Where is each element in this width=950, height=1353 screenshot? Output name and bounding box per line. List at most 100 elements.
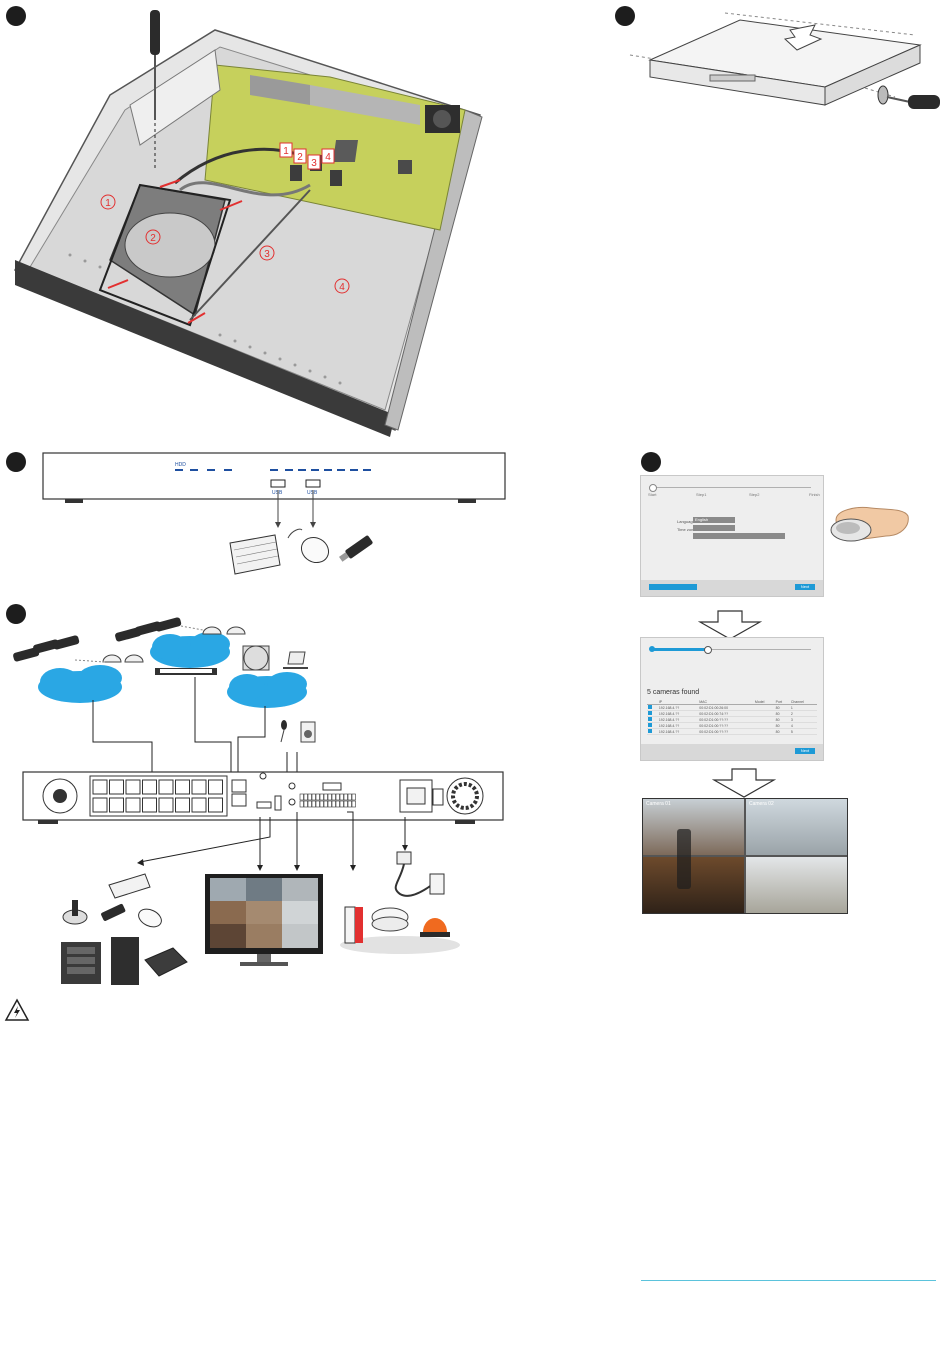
date-select[interactable] bbox=[693, 533, 737, 539]
audio-out-jack[interactable] bbox=[259, 772, 267, 780]
poe-port-9[interactable] bbox=[92, 797, 108, 813]
joystick-icon bbox=[62, 900, 88, 925]
checkbox-icon[interactable] bbox=[648, 723, 652, 727]
lan-port-1[interactable] bbox=[231, 779, 247, 793]
poe-port-15[interactable] bbox=[191, 797, 207, 813]
wizard-next-button[interactable]: Next bbox=[795, 584, 815, 590]
terminal-pin[interactable] bbox=[331, 793, 336, 801]
terminal-pin[interactable] bbox=[299, 793, 304, 801]
flow-arrow-2 bbox=[712, 768, 776, 798]
row-checkbox[interactable] bbox=[647, 722, 658, 729]
power-switch[interactable] bbox=[432, 788, 444, 806]
vga-port[interactable] bbox=[322, 782, 342, 791]
alarm-io-terminal[interactable] bbox=[299, 793, 356, 808]
terminal-pin[interactable] bbox=[343, 793, 348, 801]
step-marker-2 bbox=[615, 6, 635, 26]
wizard-step-2: Step2 bbox=[749, 492, 760, 497]
terminal-pin[interactable] bbox=[315, 800, 320, 808]
poe-port-2[interactable] bbox=[109, 779, 124, 795]
terminal-pin[interactable] bbox=[323, 800, 328, 808]
cameras-found-heading: 5 cameras found bbox=[647, 689, 700, 696]
language-select[interactable]: English bbox=[693, 517, 735, 523]
poe-port-10[interactable] bbox=[109, 797, 124, 813]
terminal-pin[interactable] bbox=[323, 793, 328, 801]
poe-port-11[interactable] bbox=[125, 797, 141, 813]
poe-port-8[interactable] bbox=[208, 779, 223, 795]
row-checkbox[interactable] bbox=[647, 728, 658, 735]
terminal-pin[interactable] bbox=[343, 800, 348, 808]
terminal-pin[interactable] bbox=[339, 793, 344, 801]
checkbox-icon[interactable] bbox=[648, 729, 652, 733]
wizard-step-1: Step1 bbox=[696, 492, 707, 497]
terminal-pin[interactable] bbox=[351, 793, 356, 801]
usb-rear-port[interactable] bbox=[274, 795, 282, 811]
terminal-pin[interactable] bbox=[299, 800, 304, 808]
row-checkbox[interactable] bbox=[647, 704, 658, 711]
poe-port-6[interactable] bbox=[175, 779, 190, 795]
terminal-pin[interactable] bbox=[319, 793, 324, 801]
poe-port-7[interactable] bbox=[191, 779, 207, 795]
lan-port-2[interactable] bbox=[231, 793, 247, 807]
terminal-pin[interactable] bbox=[331, 800, 336, 808]
column-header: Port bbox=[774, 700, 790, 705]
wizard-next-button-2[interactable]: Next bbox=[795, 748, 815, 754]
terminal-pin[interactable] bbox=[303, 800, 308, 808]
terminal-pin[interactable] bbox=[307, 800, 312, 808]
time-select[interactable] bbox=[737, 533, 785, 539]
terminal-pin[interactable] bbox=[347, 800, 352, 808]
poe-port-4[interactable] bbox=[142, 779, 157, 795]
ptz-control-strip[interactable] bbox=[677, 829, 691, 889]
timezone-label: Time zone bbox=[677, 527, 696, 532]
table-cell: 80 bbox=[774, 716, 790, 723]
terminal-pin[interactable] bbox=[303, 793, 308, 801]
row-checkbox[interactable] bbox=[647, 716, 658, 723]
terminal-pin[interactable] bbox=[335, 800, 340, 808]
terminal-pin[interactable] bbox=[311, 800, 316, 808]
terminal-pin[interactable] bbox=[307, 793, 312, 801]
poe-port-14[interactable] bbox=[175, 797, 190, 813]
poe-port-3[interactable] bbox=[125, 779, 141, 795]
checkbox-icon[interactable] bbox=[648, 711, 652, 715]
poe-port-12[interactable] bbox=[142, 797, 157, 813]
terminal-pin[interactable] bbox=[315, 793, 320, 801]
row-checkbox[interactable] bbox=[647, 710, 658, 717]
terminal-pin[interactable] bbox=[327, 793, 332, 801]
usb-label-1: USB bbox=[272, 490, 283, 496]
audio-jack-2[interactable] bbox=[288, 798, 296, 806]
column-header: Channel bbox=[789, 700, 817, 705]
audio-in-jack[interactable] bbox=[288, 782, 296, 790]
poe-port-1[interactable] bbox=[92, 779, 108, 795]
hdmi-port[interactable] bbox=[256, 801, 272, 809]
terminal-pin[interactable] bbox=[327, 800, 332, 808]
terminal-pin[interactable] bbox=[347, 793, 352, 801]
keyboard-icon bbox=[229, 534, 281, 575]
terminal-pin[interactable] bbox=[335, 793, 340, 801]
timezone-select[interactable] bbox=[693, 525, 735, 531]
poe-port-16[interactable] bbox=[208, 797, 223, 813]
terminal-pin[interactable] bbox=[351, 800, 356, 808]
usb-port-2[interactable] bbox=[305, 479, 321, 488]
bullet-cameras bbox=[13, 617, 182, 662]
table-cell bbox=[753, 716, 775, 723]
checkbox-icon[interactable] bbox=[648, 705, 652, 709]
terminal-pin[interactable] bbox=[319, 800, 324, 808]
table-cell: 80 bbox=[774, 710, 790, 717]
wizard-left-button[interactable] bbox=[649, 584, 697, 590]
poe-port-5[interactable] bbox=[158, 779, 174, 795]
terminal-pin[interactable] bbox=[339, 800, 344, 808]
poe-port-13[interactable] bbox=[158, 797, 174, 813]
camera-tile-3 bbox=[643, 857, 744, 913]
usb-port-1[interactable] bbox=[270, 479, 286, 488]
bay-labels bbox=[100, 194, 350, 294]
usb-stick-icon bbox=[101, 903, 126, 921]
table-cell: 2 bbox=[789, 710, 817, 717]
terminal-pin[interactable] bbox=[311, 793, 316, 801]
bay-label-4: 4 bbox=[339, 282, 345, 293]
checkbox-icon[interactable] bbox=[648, 717, 652, 721]
